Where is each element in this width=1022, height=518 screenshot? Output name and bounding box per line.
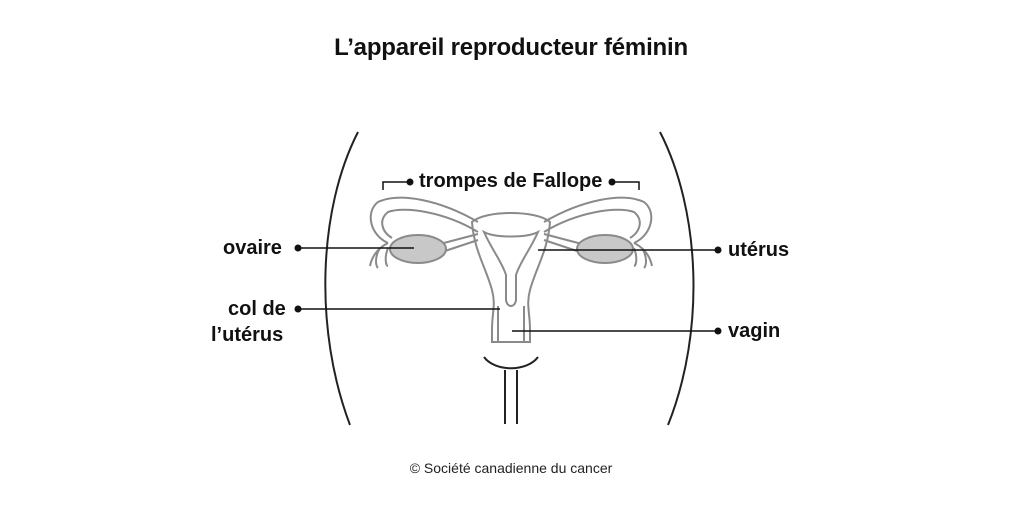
left-ovarian-ligament (439, 233, 479, 253)
pelvic-floor (483, 356, 539, 370)
diagram-title: L’appareil reproducteur féminin (334, 34, 688, 61)
label-ovary: ovaire (223, 237, 282, 259)
label-cervix-line1: col de (228, 298, 286, 320)
left-fallopian-tube (369, 196, 479, 269)
fallopian-tubes-leader (382, 181, 640, 190)
label-cervix-line2: l’utérus (211, 324, 284, 346)
left-hip-contour (324, 131, 359, 426)
left-ovary (389, 234, 447, 264)
fallopian-left-dot (406, 178, 414, 186)
cervix-dot (294, 305, 302, 313)
vagina-dot (714, 327, 722, 335)
copyright-credit: © Société canadienne du cancer (409, 460, 613, 476)
uterus-cavity (481, 229, 541, 307)
uterus-outer (470, 212, 552, 343)
label-fallopian-tubes: trompes de Fallope (419, 170, 603, 192)
fallopian-right-dot (608, 178, 616, 186)
right-ovary (576, 234, 634, 264)
ovary-dot (294, 244, 302, 252)
leg-gap (504, 370, 518, 424)
right-hip-contour (659, 131, 695, 426)
label-uterus: utérus (728, 239, 790, 261)
vaginal-canal (497, 306, 525, 342)
uterus-dot (714, 246, 722, 254)
label-vagina: vagin (728, 320, 781, 342)
